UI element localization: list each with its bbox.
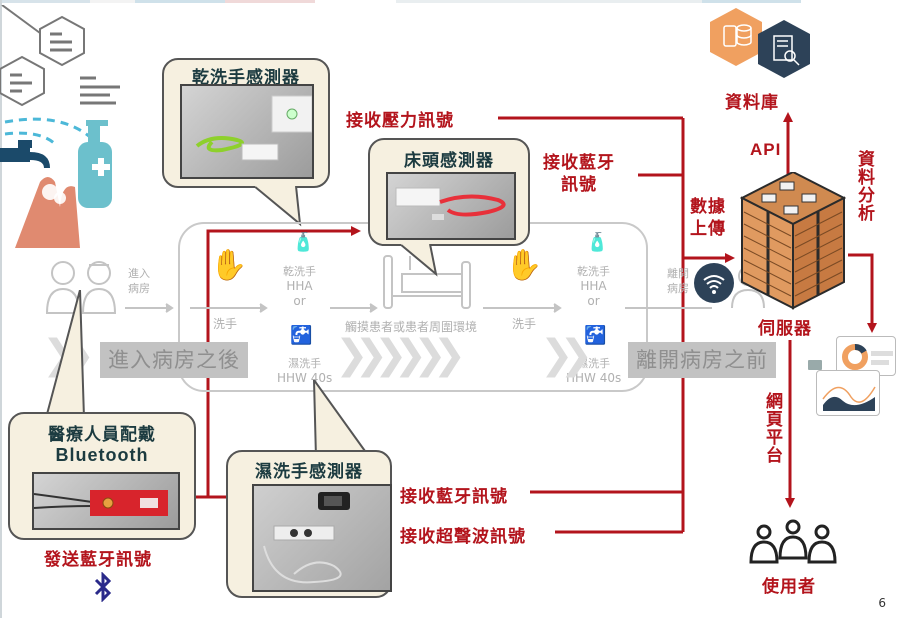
api-label: API [750, 140, 782, 159]
page-number: 6 [878, 596, 886, 610]
wet-wash2-line2: HHW 40s [566, 371, 622, 385]
bedside-sensor-title: 床頭感測器 [404, 151, 494, 171]
dry-wash-line1: 乾洗手 [283, 265, 316, 278]
web-platform-label: 網頁平台 [762, 392, 782, 464]
sanitizer-bottle-icon: 🧴 [292, 232, 315, 253]
top-strip [0, 0, 900, 3]
wet-wash-label: 濕洗手 HHW 40s [277, 356, 332, 386]
wifi-icon [694, 263, 734, 303]
bedside-bluetooth-signal-line1: 接收藍牙 [543, 153, 615, 173]
dry-wash2-line1: 乾洗手 [577, 265, 610, 278]
left-edge [0, 0, 2, 618]
touch-patient-label: 觸摸患者或患者周圍環境 [345, 320, 478, 334]
wearable-callout: 醫療人員配戴 Bluetooth [8, 412, 196, 540]
ultrasonic-signal-label: 接收超聲波訊號 [400, 527, 526, 547]
patient-bed-icon [383, 255, 471, 309]
dry-hand-sensor-title: 乾洗手感測器 [192, 68, 300, 88]
wash-hand-icon-2: ✋ [505, 248, 543, 283]
or-label-2: or [587, 294, 600, 308]
wet-wash-label-2: 濕洗手 HHW 40s [566, 356, 621, 386]
wearable-to-bedside-line [206, 226, 361, 497]
dashboard-chart-icon [816, 370, 880, 416]
wet-wash-icon: 🚰 [290, 325, 313, 346]
pressure-signal-label: 接收壓力訊號 [346, 111, 454, 131]
users-label: 使用者 [762, 577, 816, 597]
data-upload-line2: 上傳 [690, 219, 726, 239]
wet-wash2-line1: 濕洗手 [577, 357, 611, 370]
document-search-icon [758, 20, 810, 78]
database-hexagon-icons [710, 8, 810, 78]
wet-wash-line1: 濕洗手 [288, 357, 322, 370]
dry-wash-label: 乾洗手 HHA or [283, 264, 316, 309]
analysis-arrow [848, 253, 877, 333]
bedside-sensor-callout: 床頭感測器 [368, 138, 530, 246]
enter-room-label: 進入 病房 [128, 266, 150, 296]
bedside-bluetooth-signal-line2: 訊號 [561, 175, 597, 195]
chevron-arrows-middle: ❯❯❯❯❯❯ [335, 332, 466, 378]
server-rack-icon [740, 172, 846, 310]
send-bluetooth-label: 發送藍牙訊號 [44, 550, 152, 570]
database-label: 資料庫 [725, 93, 779, 113]
wearable-callout-pointer [45, 290, 85, 419]
wet-hand-sensor-title: 濕洗手感測器 [255, 462, 363, 482]
data-analysis-label: 資料分析 [854, 150, 874, 222]
sanitizer-bottle-icon-2: 🧴 [586, 232, 609, 253]
wearable-title-line2: Bluetooth [55, 445, 149, 465]
data-upload-label: 數據 上傳 [690, 196, 726, 240]
bedside-bluetooth-signal-label: 接收藍牙 訊號 [543, 152, 615, 196]
wearable-title-line1: 醫療人員配戴 [48, 425, 156, 445]
leave-room-label: 離開 病房 [667, 266, 689, 296]
wearable-photo [32, 472, 180, 530]
leave-room-line1: 離開 [667, 267, 689, 280]
server-label: 伺服器 [758, 319, 812, 339]
banner-after-enter: 進入病房之後 [100, 342, 248, 378]
wet-wash-icon-2: 🚰 [584, 325, 607, 346]
wet-hand-callout-pointer [312, 380, 371, 459]
wet-hand-sensor-callout: 濕洗手感測器 [226, 450, 392, 598]
bedside-callout-pointer [399, 244, 438, 277]
dry-hand-callout-pointer [253, 186, 302, 227]
wet-hand-sensor-photo [252, 484, 392, 592]
wash-hands-label: 洗手 [213, 317, 238, 331]
enter-room-line1: 進入 [128, 267, 150, 280]
dry-wash-line2: HHA [286, 279, 313, 293]
dry-wash-label-2: 乾洗手 HHA or [577, 264, 610, 309]
banner-before-leave: 離開病房之前 [628, 342, 776, 378]
dry-hand-sensor-photo [180, 84, 314, 179]
handwash-illustration-icon [0, 117, 112, 248]
hexagon-doc-icons [0, 5, 120, 107]
bedside-sensor-photo [386, 172, 516, 240]
wash-hands-label-2: 洗手 [512, 317, 537, 331]
wet-wash-line2: HHW 40s [277, 371, 333, 385]
users-group-icon [749, 519, 837, 564]
chevron-arrows-right: ❯❯ [540, 332, 593, 378]
or-label: or [293, 294, 306, 308]
bluetooth-icon [94, 572, 112, 602]
data-upload-line1: 數據 [690, 197, 726, 217]
dry-hand-sensor-callout: 乾洗手感測器 [162, 58, 330, 188]
dashboard-donut-card [836, 336, 896, 376]
dry-wash2-line2: HHA [580, 279, 607, 293]
wet-bluetooth-signal-label: 接收藍牙訊號 [400, 487, 508, 507]
wash-hand-icon: ✋ [210, 248, 248, 283]
enter-room-line2: 病房 [128, 282, 150, 295]
calculator-icon [808, 360, 822, 370]
leave-room-line2: 病房 [667, 282, 689, 295]
